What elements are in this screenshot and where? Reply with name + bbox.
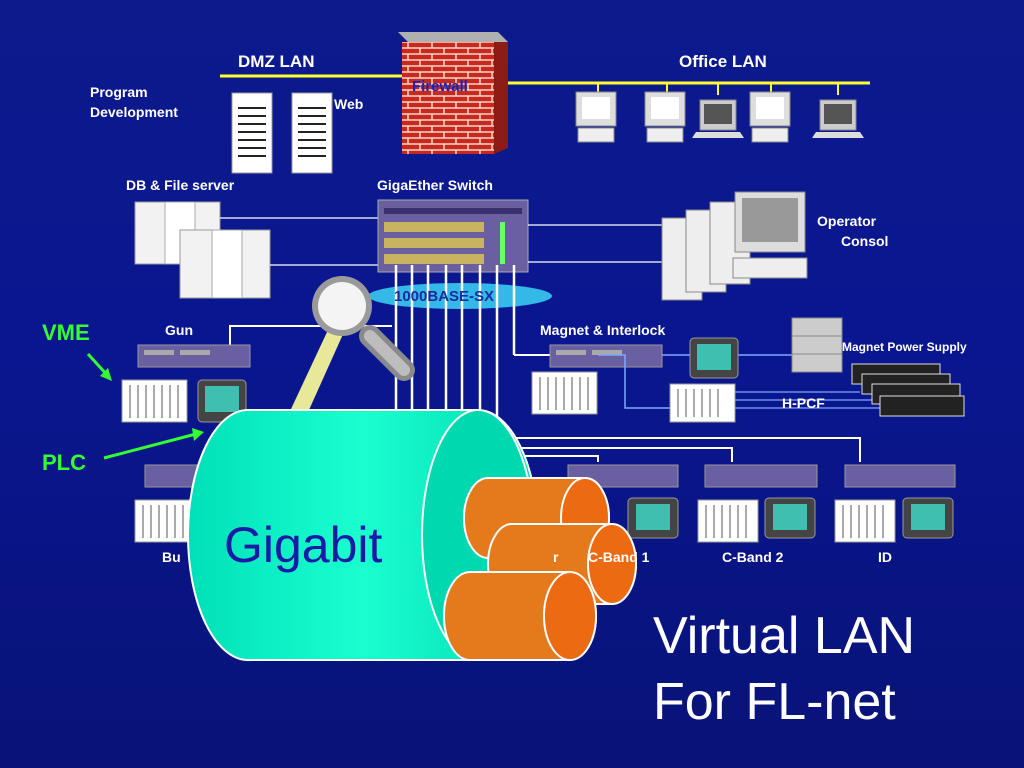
gun-vme-icon — [121, 379, 188, 423]
db-file-server-label: DB & File server — [126, 177, 235, 193]
fiber-lines — [394, 265, 516, 420]
program-dev-server — [231, 92, 273, 174]
magnifier-icon — [284, 276, 415, 430]
consol-label: Consol — [841, 233, 889, 249]
magnet-switch — [549, 344, 663, 368]
development-label: Development — [90, 104, 178, 120]
plc-arrow — [103, 428, 204, 460]
cband2-vme-icon — [697, 499, 759, 543]
cband1-plc-icon — [627, 497, 679, 539]
base-sx-ellipse — [368, 283, 552, 309]
base-sx-label: 1000BASE-SX — [394, 288, 495, 305]
cband2-plc-icon — [764, 497, 816, 539]
gigaether-switch-label: GigaEther Switch — [377, 177, 493, 193]
office-lan-label: Office LAN — [679, 52, 767, 71]
magnet-vme-icon — [531, 371, 598, 415]
id-plc-icon — [902, 497, 954, 539]
hpcf-label: H-PCF — [782, 395, 825, 411]
firewall-icon — [398, 32, 508, 154]
cband2-switch — [704, 464, 818, 488]
dmz-lan-label: DMZ LAN — [238, 52, 315, 71]
web-server — [291, 92, 333, 174]
id-label: ID — [878, 549, 892, 565]
id-switch — [844, 464, 956, 488]
program-label: Program — [90, 84, 148, 100]
office-pc-icons — [575, 91, 864, 143]
gun-label: Gun — [165, 322, 193, 338]
office-lan-line — [490, 81, 870, 95]
gigaether-switch-icon — [377, 199, 529, 273]
operator-console-icons — [661, 191, 808, 301]
cband1-label: C-Band 1 — [588, 549, 650, 565]
bu-label: Bu — [162, 549, 181, 565]
magnet-power-supply-label: Magnet Power Supply — [842, 340, 967, 354]
power-supply-icons — [851, 363, 965, 417]
magnet-interlock-label: Magnet & Interlock — [540, 322, 666, 338]
plc-label: PLC — [42, 450, 86, 475]
firewall-label: Firewall — [412, 78, 468, 95]
bunch-vme-icon — [134, 499, 196, 543]
vme-label: VME — [42, 320, 90, 345]
db-file-server-icon — [134, 201, 271, 299]
fiber-bundle — [443, 477, 637, 661]
hpcf-lines — [735, 391, 890, 409]
cband2-label: C-Band 2 — [722, 549, 784, 565]
vme-arrow — [86, 352, 112, 381]
title-line-2: For FL-net — [653, 673, 896, 731]
title-line-1: Virtual LAN — [653, 607, 916, 665]
r-label: r — [553, 549, 559, 565]
gun-switch — [137, 344, 251, 368]
id-vme-icon — [834, 499, 896, 543]
magnet-psu-rack-icon — [791, 317, 843, 373]
magnet-vme2-icon — [669, 383, 736, 423]
gigabit-label: Gigabit — [224, 517, 383, 573]
operator-label: Operator — [817, 213, 877, 229]
magnet-plc-icon — [689, 337, 739, 379]
web-label: Web — [334, 96, 364, 112]
